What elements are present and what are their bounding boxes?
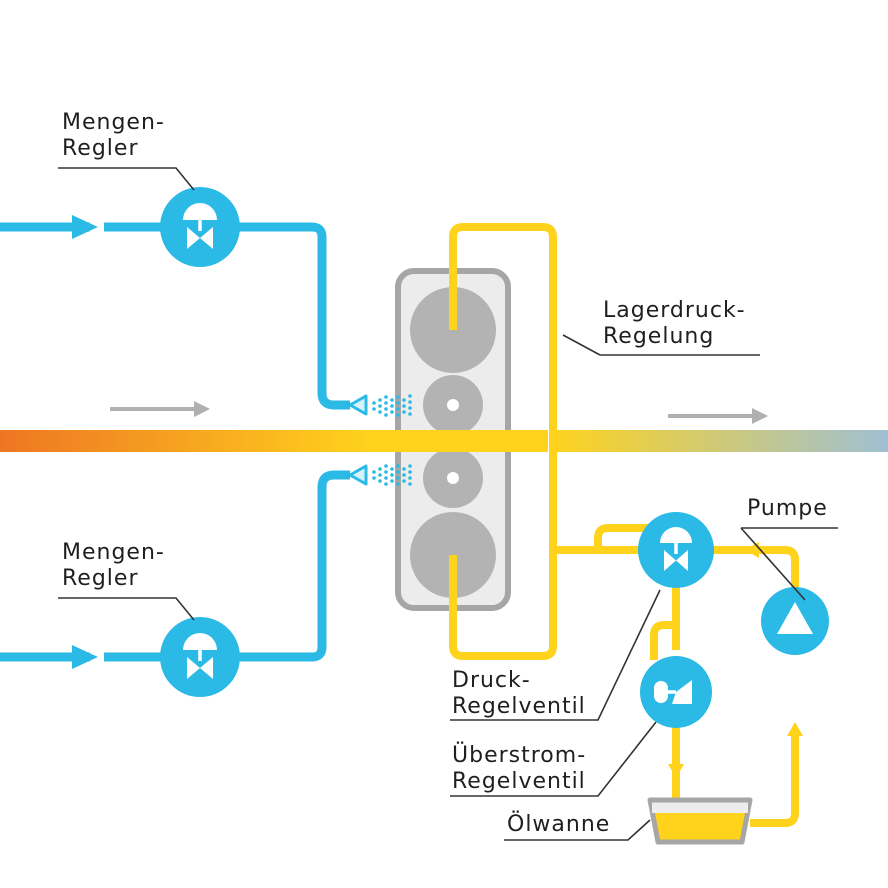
rolled-strip — [0, 430, 888, 452]
label-overflow-valve: Überstrom- Regelventil — [452, 743, 586, 795]
strip-direction-arrow-left — [110, 401, 210, 417]
overflow-valve-icon — [640, 656, 712, 728]
label-flow-regulator-top: Mengen- Regler — [62, 110, 165, 162]
flow-control-valve-icon — [160, 187, 240, 267]
label-text: Lagerdruck- — [603, 298, 746, 323]
pressure-control-valve-icon — [638, 512, 714, 588]
label-text: Druck- — [452, 668, 531, 693]
label-text: Regelung — [603, 324, 715, 349]
leader-lines — [58, 167, 838, 841]
label-text: Überstrom- — [452, 743, 587, 768]
label-text: Regelventil — [452, 769, 586, 794]
flow-control-valve-icon — [160, 617, 240, 697]
water-inlet-arrow-bottom — [72, 645, 98, 669]
label-text: Regelventil — [452, 694, 586, 719]
label-bearing-pressure-control: Lagerdruck- Regelung — [603, 298, 746, 350]
label-pressure-control-valve: Druck- Regelventil — [452, 668, 586, 720]
water-inlet-arrow-top — [72, 215, 98, 239]
label-text: Mengen- — [62, 540, 165, 565]
spray-nozzle-icon — [348, 464, 412, 486]
oil-pan — [647, 797, 753, 845]
label-text: Ölwanne — [507, 812, 611, 837]
label-text: Pumpe — [747, 496, 828, 521]
oil-flow-arrows — [668, 542, 803, 778]
label-pump: Pumpe — [747, 496, 828, 522]
label-text: Mengen- — [62, 110, 165, 135]
spray-nozzle-icon — [348, 394, 412, 417]
work-roll-bottom-hub — [447, 472, 459, 484]
label-flow-regulator-bottom: Mengen- Regler — [62, 540, 165, 592]
label-text: Regler — [62, 566, 139, 591]
strip-direction-arrow-right — [668, 408, 768, 424]
label-text: Regler — [62, 136, 139, 161]
label-oil-pan: Ölwanne — [507, 812, 610, 838]
pump-triangle-icon — [761, 587, 829, 655]
work-roll-top-hub — [447, 399, 459, 411]
